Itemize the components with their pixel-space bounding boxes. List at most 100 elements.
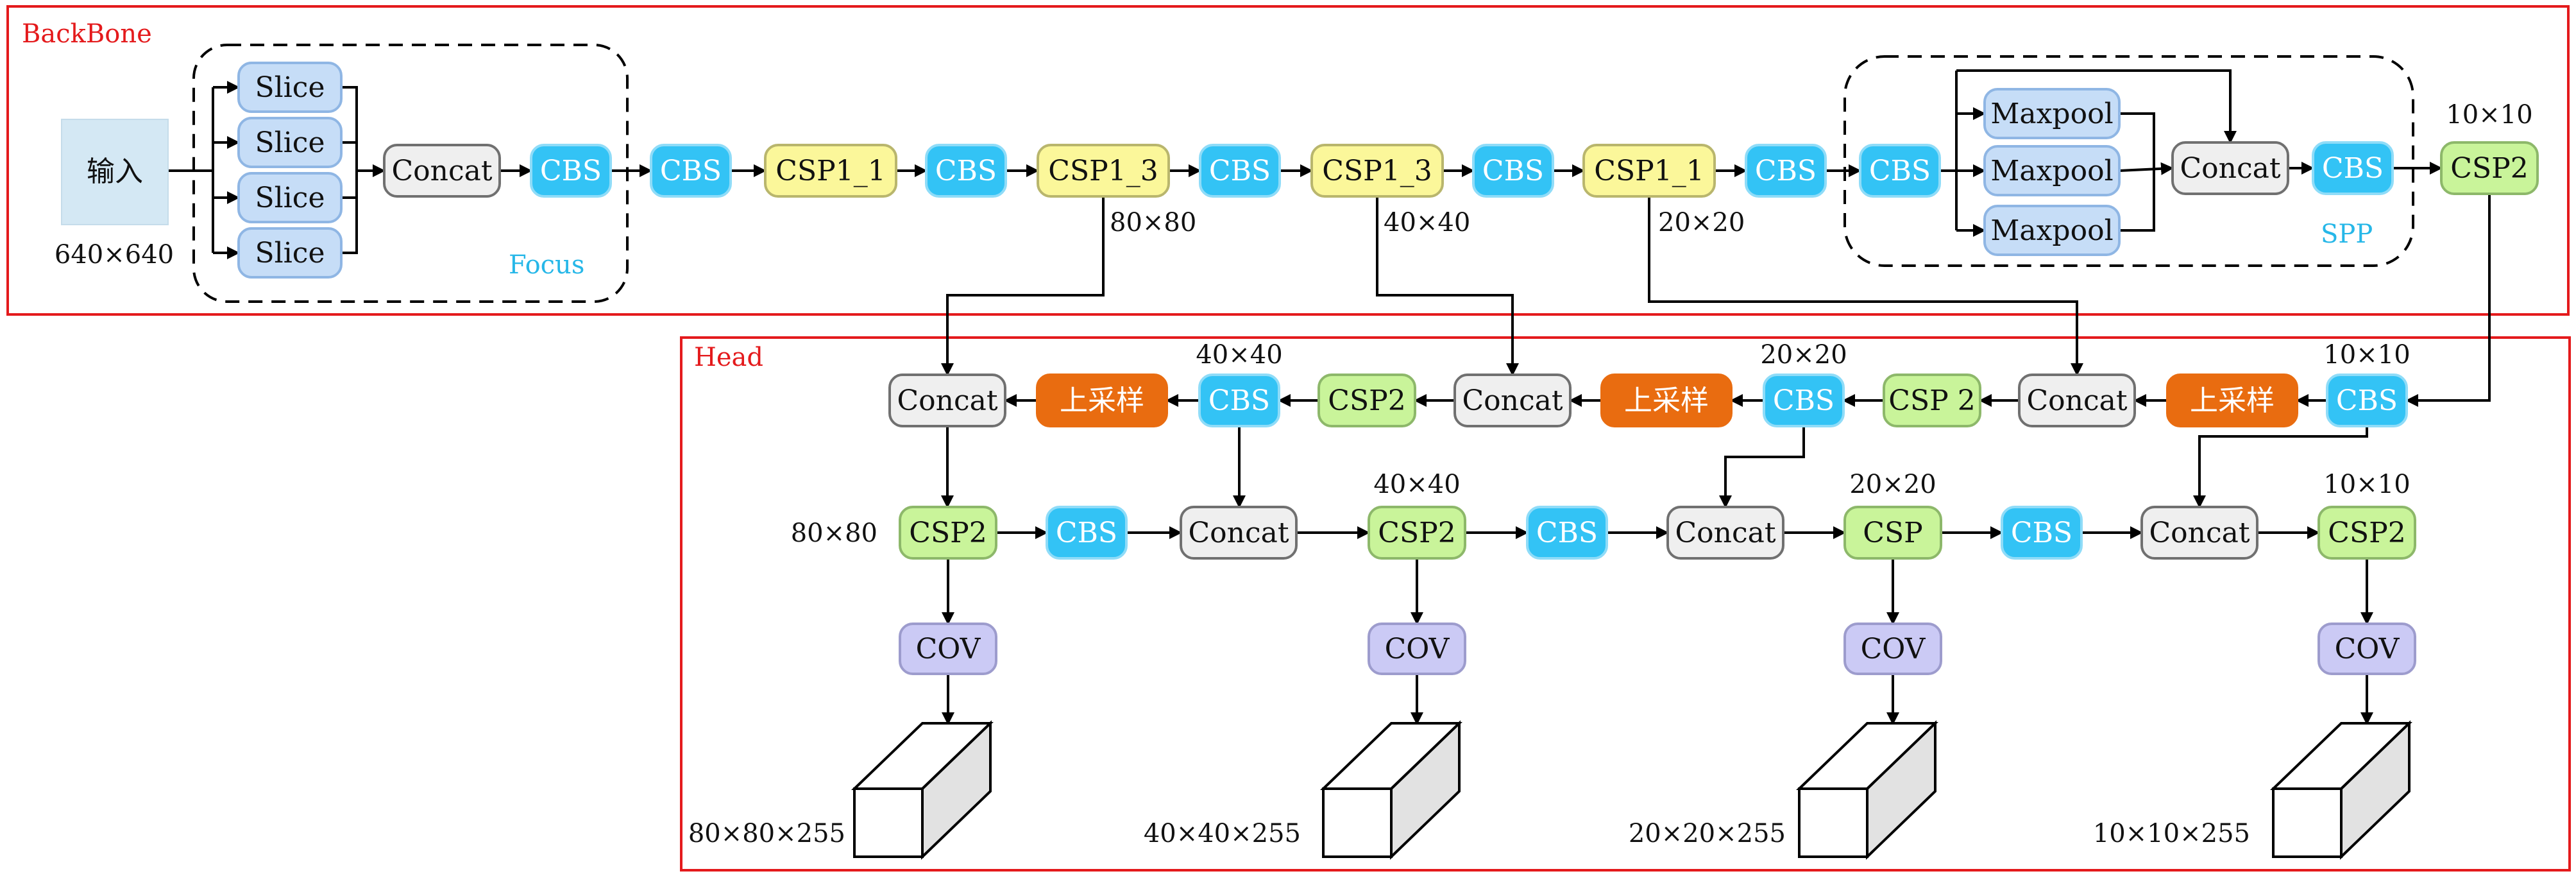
slice1-label: Slice — [255, 71, 325, 104]
cov-b-node: COV — [1368, 623, 1466, 675]
b-cbs4-node: CBS — [1472, 144, 1554, 198]
slice1-node: Slice — [237, 62, 343, 113]
h1-cbs-b-node: CBS — [1763, 374, 1845, 427]
h2-cbs-a-node: CBS — [1046, 506, 1128, 560]
b-csp1-3a-label: CSP1_3 — [1048, 155, 1158, 187]
b-cbs4-label: CBS — [1482, 155, 1544, 187]
h2-cbs-c-label: CBS — [2011, 517, 2072, 549]
h2-csp2-a-label: CSP2 — [909, 517, 987, 549]
h2-concat-a-label: Concat — [1188, 517, 1289, 549]
size-label-out-40: 40×40×255 — [1144, 819, 1301, 848]
b-csp1-1a-label: CSP1_1 — [775, 155, 885, 187]
connector-arrow — [1376, 196, 1519, 376]
h2-csp2-c-label: CSP — [1863, 517, 1922, 549]
b-cbs1-label: CBS — [660, 155, 722, 187]
spp-concat-label: Concat — [2180, 152, 2280, 185]
size-label-out-20: 20×20×255 — [1629, 819, 1786, 848]
b-csp1-1b-node: CSP1_1 — [1582, 144, 1716, 198]
h1-cbs-c-label: CBS — [2336, 384, 2398, 417]
h1-up-a-label: 上采样 — [1060, 384, 1144, 417]
b-cbs1-node: CBS — [650, 144, 732, 198]
b-csp1-3b-node: CSP1_3 — [1310, 144, 1444, 198]
h1-cbs-a-label: CBS — [1208, 384, 1270, 417]
h2-cbs-b-node: CBS — [1526, 506, 1608, 560]
connector-arrow — [1648, 196, 2083, 376]
focus-group — [192, 44, 629, 303]
focus-cbs-node: CBS — [530, 144, 612, 198]
spp-concat-node: Concat — [2171, 141, 2289, 195]
output-cube-10 — [2270, 720, 2412, 860]
h2-cbs-a-label: CBS — [1056, 517, 1117, 549]
size-label-b-10: 10×10 — [2446, 100, 2532, 130]
h2-csp2-c-node: CSP — [1843, 506, 1942, 560]
h1-cbs-c-node: CBS — [2326, 374, 2408, 427]
focus-title: Focus — [509, 250, 584, 280]
h2-concat-c-label: Concat — [2149, 517, 2250, 549]
connector-arrow — [1956, 69, 2237, 144]
h2-csp2-d-node: CSP2 — [2318, 506, 2416, 560]
slice2-label: Slice — [255, 126, 325, 159]
size-label-h1-20: 20×20 — [1760, 340, 1847, 370]
slice3-node: Slice — [237, 172, 343, 223]
b-cbs5-node: CBS — [1745, 144, 1827, 198]
size-label-out-10: 10×10×255 — [2093, 819, 2250, 848]
h1-csp2-a-label: CSP2 — [1328, 384, 1405, 417]
output-cube-40 — [1320, 720, 1462, 860]
cov-c-label: COV — [1861, 633, 1926, 666]
h1-concat-c-node: Concat — [2018, 374, 2136, 427]
h1-up-b-node: 上采样 — [1600, 374, 1733, 427]
connector-arrow — [341, 86, 358, 144]
size-label-out-80: 80×80×255 — [688, 819, 845, 848]
h2-concat-a-node: Concat — [1180, 506, 1298, 560]
cov-a-node: COV — [899, 623, 997, 675]
connector-arrow — [941, 196, 1105, 376]
h1-csp2-b-node: CSP 2 — [1883, 374, 1981, 427]
connector-arrow — [2193, 426, 2368, 508]
b-csp1-1a-node: CSP1_1 — [764, 144, 897, 198]
h1-cbs-a-node: CBS — [1198, 374, 1280, 427]
size-label-h2-80: 80×80 — [791, 519, 877, 548]
h2-concat-b-node: Concat — [1666, 506, 1784, 560]
h1-up-a-node: 上采样 — [1036, 374, 1168, 427]
size-label-b-80: 80×80 — [1110, 208, 1196, 237]
h1-concat-a-label: Concat — [897, 384, 997, 417]
maxpool3-node: Maxpool — [1983, 205, 2121, 256]
h1-concat-b-node: Concat — [1453, 374, 1572, 427]
connector-arrow — [2119, 112, 2155, 232]
cov-b-label: COV — [1385, 633, 1450, 666]
head-title: Head — [694, 343, 763, 372]
h2-csp2-b-label: CSP2 — [1378, 517, 1455, 549]
h1-up-c-label: 上采样 — [2190, 384, 2275, 417]
connector-arrow — [341, 196, 358, 254]
slice3-label: Slice — [255, 182, 325, 214]
spp-cbs1-label: CBS — [1869, 155, 1931, 187]
h2-concat-b-label: Concat — [1675, 517, 1775, 549]
h1-concat-c-label: Concat — [2026, 384, 2127, 417]
backbone-frame — [6, 5, 2570, 316]
maxpool1-node: Maxpool — [1983, 88, 2121, 139]
b-csp2-label: CSP2 — [2450, 152, 2528, 185]
h2-csp2-b-node: CSP2 — [1368, 506, 1466, 560]
spp-cbs2-node: CBS — [2312, 141, 2394, 195]
h2-csp2-a-node: CSP2 — [899, 506, 997, 560]
focus-concat-label: Concat — [391, 155, 492, 187]
h2-cbs-c-node: CBS — [2001, 506, 2083, 560]
cov-c-node: COV — [1843, 623, 1942, 675]
output-cube-80 — [851, 720, 994, 860]
h1-up-b-label: 上采样 — [1624, 384, 1709, 417]
cov-d-node: COV — [2318, 623, 2416, 675]
connector-arrow — [1719, 426, 1805, 508]
spp-group — [1843, 55, 2414, 267]
size-label-h2-20: 20×20 — [1849, 470, 1936, 499]
h1-csp2-a-node: CSP2 — [1318, 374, 1416, 427]
h1-concat-b-label: Concat — [1462, 384, 1563, 417]
backbone-title: BackBone — [22, 19, 152, 49]
b-csp1-3a-node: CSP1_3 — [1037, 144, 1170, 198]
size-label-h2-40: 40×40 — [1373, 470, 1460, 499]
b-cbs5-label: CBS — [1755, 155, 1817, 187]
b-cbs3-label: CBS — [1209, 155, 1271, 187]
output-cube-20 — [1796, 720, 1938, 860]
size-label-b-20: 20×20 — [1658, 208, 1745, 237]
h1-csp2-b-label: CSP 2 — [1888, 384, 1975, 417]
